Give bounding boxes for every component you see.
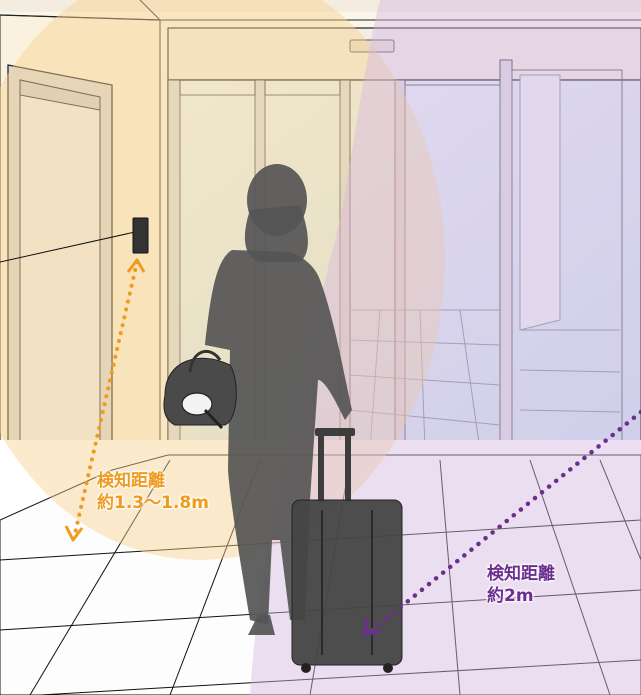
- card-reader: [133, 218, 148, 253]
- card-reader-distance-label: 検知距離 約1.3〜1.8m: [97, 470, 209, 514]
- card-reader-label-value: 約1.3〜1.8m: [97, 492, 209, 514]
- entrance-distance-label: 検知距離 約2m: [487, 563, 555, 607]
- entrance-label-title: 検知距離: [487, 563, 555, 585]
- entrance-label-value: 約2m: [487, 585, 555, 607]
- card-reader-label-title: 検知距離: [97, 470, 209, 492]
